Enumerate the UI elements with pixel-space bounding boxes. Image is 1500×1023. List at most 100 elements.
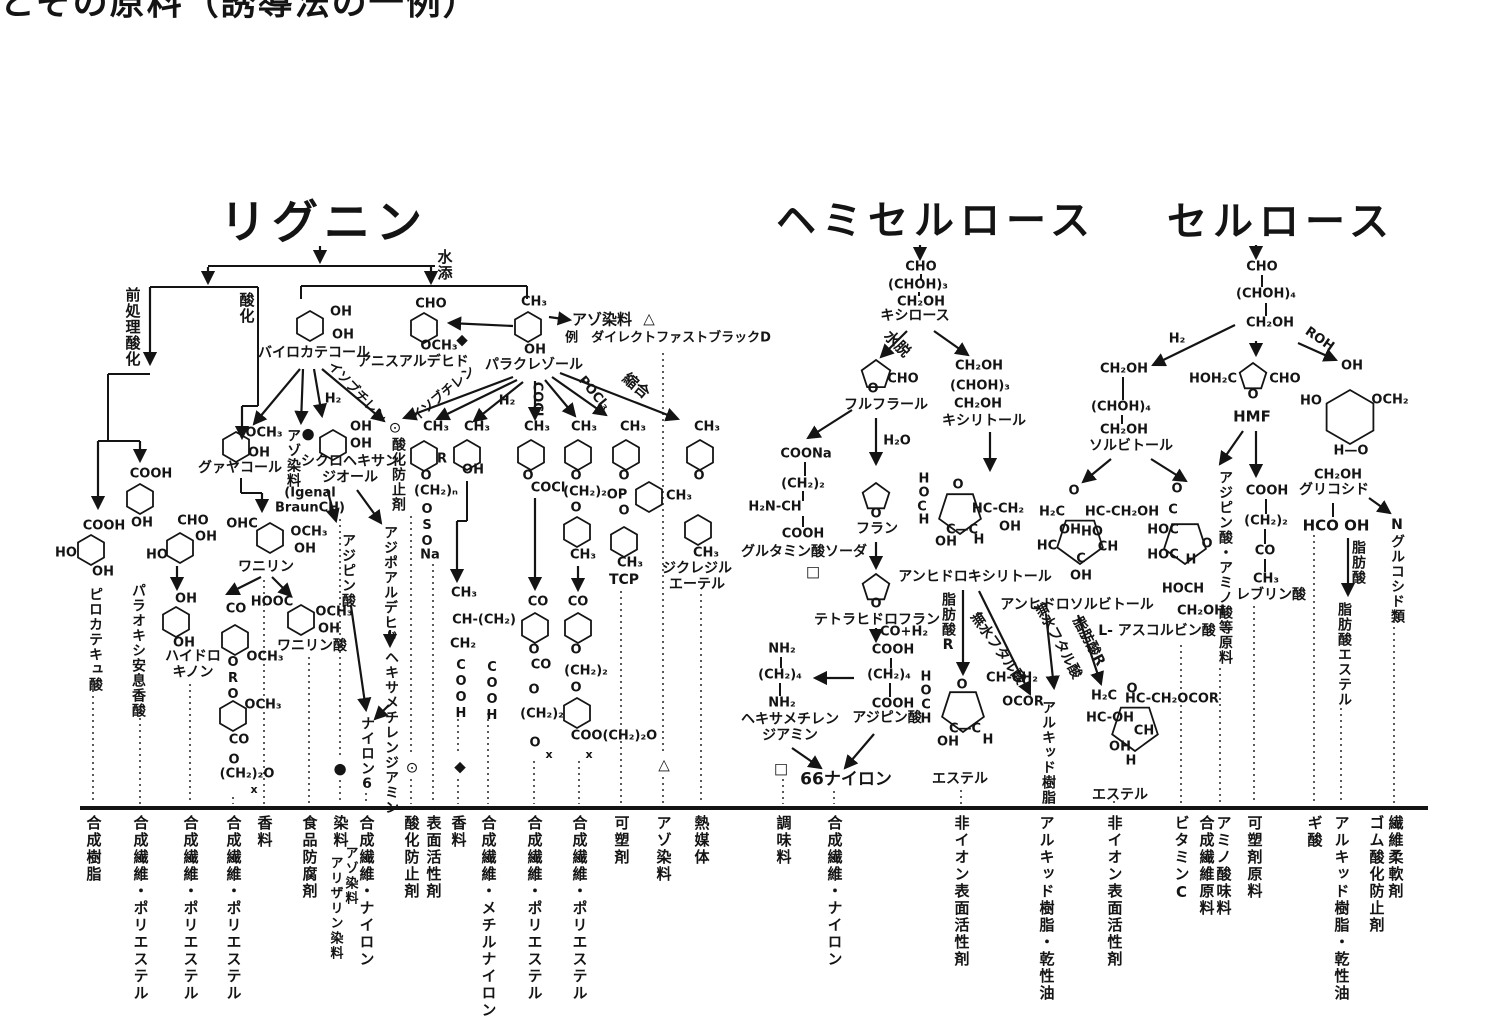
sym-circle-dye: ● [333, 759, 347, 778]
adipic-cooh2: COOH [871, 696, 915, 712]
cellulose-header: セルロース [1167, 199, 1395, 245]
hexamethylenediamine: ヘキサメチレン ジアミン [741, 711, 839, 743]
asb-o: O [1068, 483, 1080, 499]
axl-oh2: OH [935, 534, 957, 550]
sulfonate-o: O [420, 468, 432, 484]
sulfonate-oso: OSO [419, 502, 435, 550]
hmf-o: O [1247, 387, 1259, 403]
sorbitol-ch2oh1: CH₂OH [1099, 361, 1149, 377]
levulinic-ch2: (CH₂)₂ [1244, 513, 1288, 529]
vanillic-oh: OH [318, 621, 340, 637]
ester1-ocor: OCOR [1002, 694, 1044, 710]
polyester2-o1: O [528, 642, 540, 658]
tcp-o1: O [618, 468, 630, 484]
tcp-op: OP [606, 487, 628, 503]
product-label: 合成繊維・ポリエステル [181, 815, 200, 1002]
paraoxybenzoic-acid: パラオキシ安息香酸 [130, 583, 146, 718]
tcp-ch3-3: CH₃ [616, 555, 644, 571]
cresylester-o2: O [570, 500, 582, 516]
xylose: キシロース [880, 308, 950, 325]
axl-cc: C—C [945, 522, 979, 538]
nylon66: 66ナイロン [800, 769, 892, 790]
ester1-h2: H [920, 711, 932, 727]
vanillic-hooc: HOOC [250, 594, 294, 610]
vanillic-och3: OCH₃ [315, 604, 353, 620]
glucoside-ch2oh: CH₂OH [1313, 467, 1363, 483]
sym-square-glutamate: □ [805, 562, 821, 581]
formic-acid: HCO OH [1302, 516, 1370, 535]
n-glucosides: Nグルコシド類 [1389, 517, 1405, 624]
sym-circdot-antioxidant2: ⊙ [405, 758, 419, 777]
sym-triangle-azodye: △ [643, 309, 655, 328]
diacid-cooh2: COOH [484, 660, 500, 724]
product-label: ギ酸 [1305, 815, 1324, 849]
ester1-c1: C [921, 697, 931, 713]
polyester1-x: x [250, 782, 258, 796]
asb-oh2: OH [1070, 568, 1092, 584]
product-label: 合成繊維・ナイロン [357, 815, 376, 968]
xylose-choh3: (CHOH)₃ [888, 277, 948, 293]
cond-h2-1: H₂ [324, 391, 342, 407]
polyester1-o: O [228, 752, 240, 768]
polyester3-o2: O [570, 680, 582, 696]
polyester1-och3b: OCH₃ [244, 697, 282, 713]
l-ascorbic-acid: L- アスコルビン酸 [1098, 623, 1216, 640]
protocatechualdehyde-oh: OH [195, 529, 217, 545]
product-label: 合成繊維原料 [1197, 815, 1216, 917]
axl-c1: C [917, 499, 927, 515]
product-label: 非イオン表面活性剤 [952, 815, 971, 968]
dicresyl-ch3-2: CH₃ [692, 545, 720, 561]
cresylester-ch2: (CH₂)₂ [563, 484, 607, 500]
ester2-hcoh: HC-OH [1085, 710, 1135, 726]
cond-hydrogenation: 水添 [435, 249, 454, 281]
cresol-h2-oh: OH [462, 462, 484, 478]
product-label: 可塑剤原料 [1245, 815, 1264, 900]
alkyd-resin: アルキッド樹脂 [1040, 700, 1056, 805]
xylitol: キシリトール [942, 413, 1026, 430]
ester1-oh: OH [937, 734, 959, 750]
tetrahydrofuran: テトラヒドロフラン [814, 612, 940, 629]
product-label: アゾ染料 [654, 815, 673, 883]
ascorbic-hoch: HOCH [1161, 581, 1205, 597]
levulinic-cooh: COOH [1245, 483, 1289, 499]
glutamate-ch2: (CH₂)₂ [781, 476, 825, 492]
ester2-h2c: H₂C [1090, 688, 1118, 704]
cresol-h2-ch3: CH₃ [463, 419, 491, 435]
cond-fattyacid-r1: 脂肪酸R [940, 592, 956, 654]
guaiacol-och3: OCH₃ [245, 425, 283, 441]
fatty-acid-ester: 脂肪酸エステル [1336, 602, 1352, 707]
protocatechualdehyde-ho: HO [146, 547, 168, 563]
tcp-o2: O [618, 503, 630, 519]
axl-h2: H [918, 512, 930, 528]
hmf-hoh2c: HOH₂C [1188, 371, 1238, 387]
thf-o: O [870, 596, 882, 612]
product-label: アルキッド樹脂・乾性油 [1332, 815, 1351, 1002]
product-label: 合成繊維・ポリエステル [224, 815, 243, 1002]
cond-h2o: H₂O [883, 433, 911, 449]
polyester3-x: x [585, 747, 593, 761]
product-label: 繊維柔軟剤 [1386, 815, 1405, 900]
sym-diamond-perfume: ◆ [454, 757, 466, 776]
sym-diamond-anisaldehyde: ◆ [456, 330, 468, 349]
adipic-cooh1: COOH [871, 642, 915, 658]
product-label: アルキッド樹脂・乾性油 [1037, 815, 1056, 1002]
product-label: ビタミンC [1172, 815, 1191, 903]
sulfonate-na: Na [420, 547, 440, 563]
product-label: 熱媒体 [692, 815, 711, 866]
furan: フラン [856, 521, 898, 538]
anhydroxylitol: アンヒドロキシリトール [898, 569, 1052, 586]
product-label: 香料 [255, 815, 274, 849]
glutamate-coona: COONa [780, 446, 832, 462]
levulinic-co: CO [1254, 543, 1276, 559]
sulfonate-r: R [436, 451, 448, 467]
product-label: 合成樹脂 [84, 815, 103, 883]
pyrocatechuic-acid: ピロカテキュ酸 [87, 587, 103, 692]
acylchloride-ch3: CH₃ [523, 419, 551, 435]
sym-triangle-azodye2: △ [658, 755, 670, 774]
axl-o1: O [918, 485, 930, 501]
sym-square-seasoning: □ [773, 759, 789, 778]
adipaldehyde: アジポアルデヒド [382, 525, 398, 645]
guaiacol: グァヤコール [198, 460, 282, 477]
hexamethylenediamine-lignin: ヘキサメチレンジアミン [383, 650, 399, 815]
